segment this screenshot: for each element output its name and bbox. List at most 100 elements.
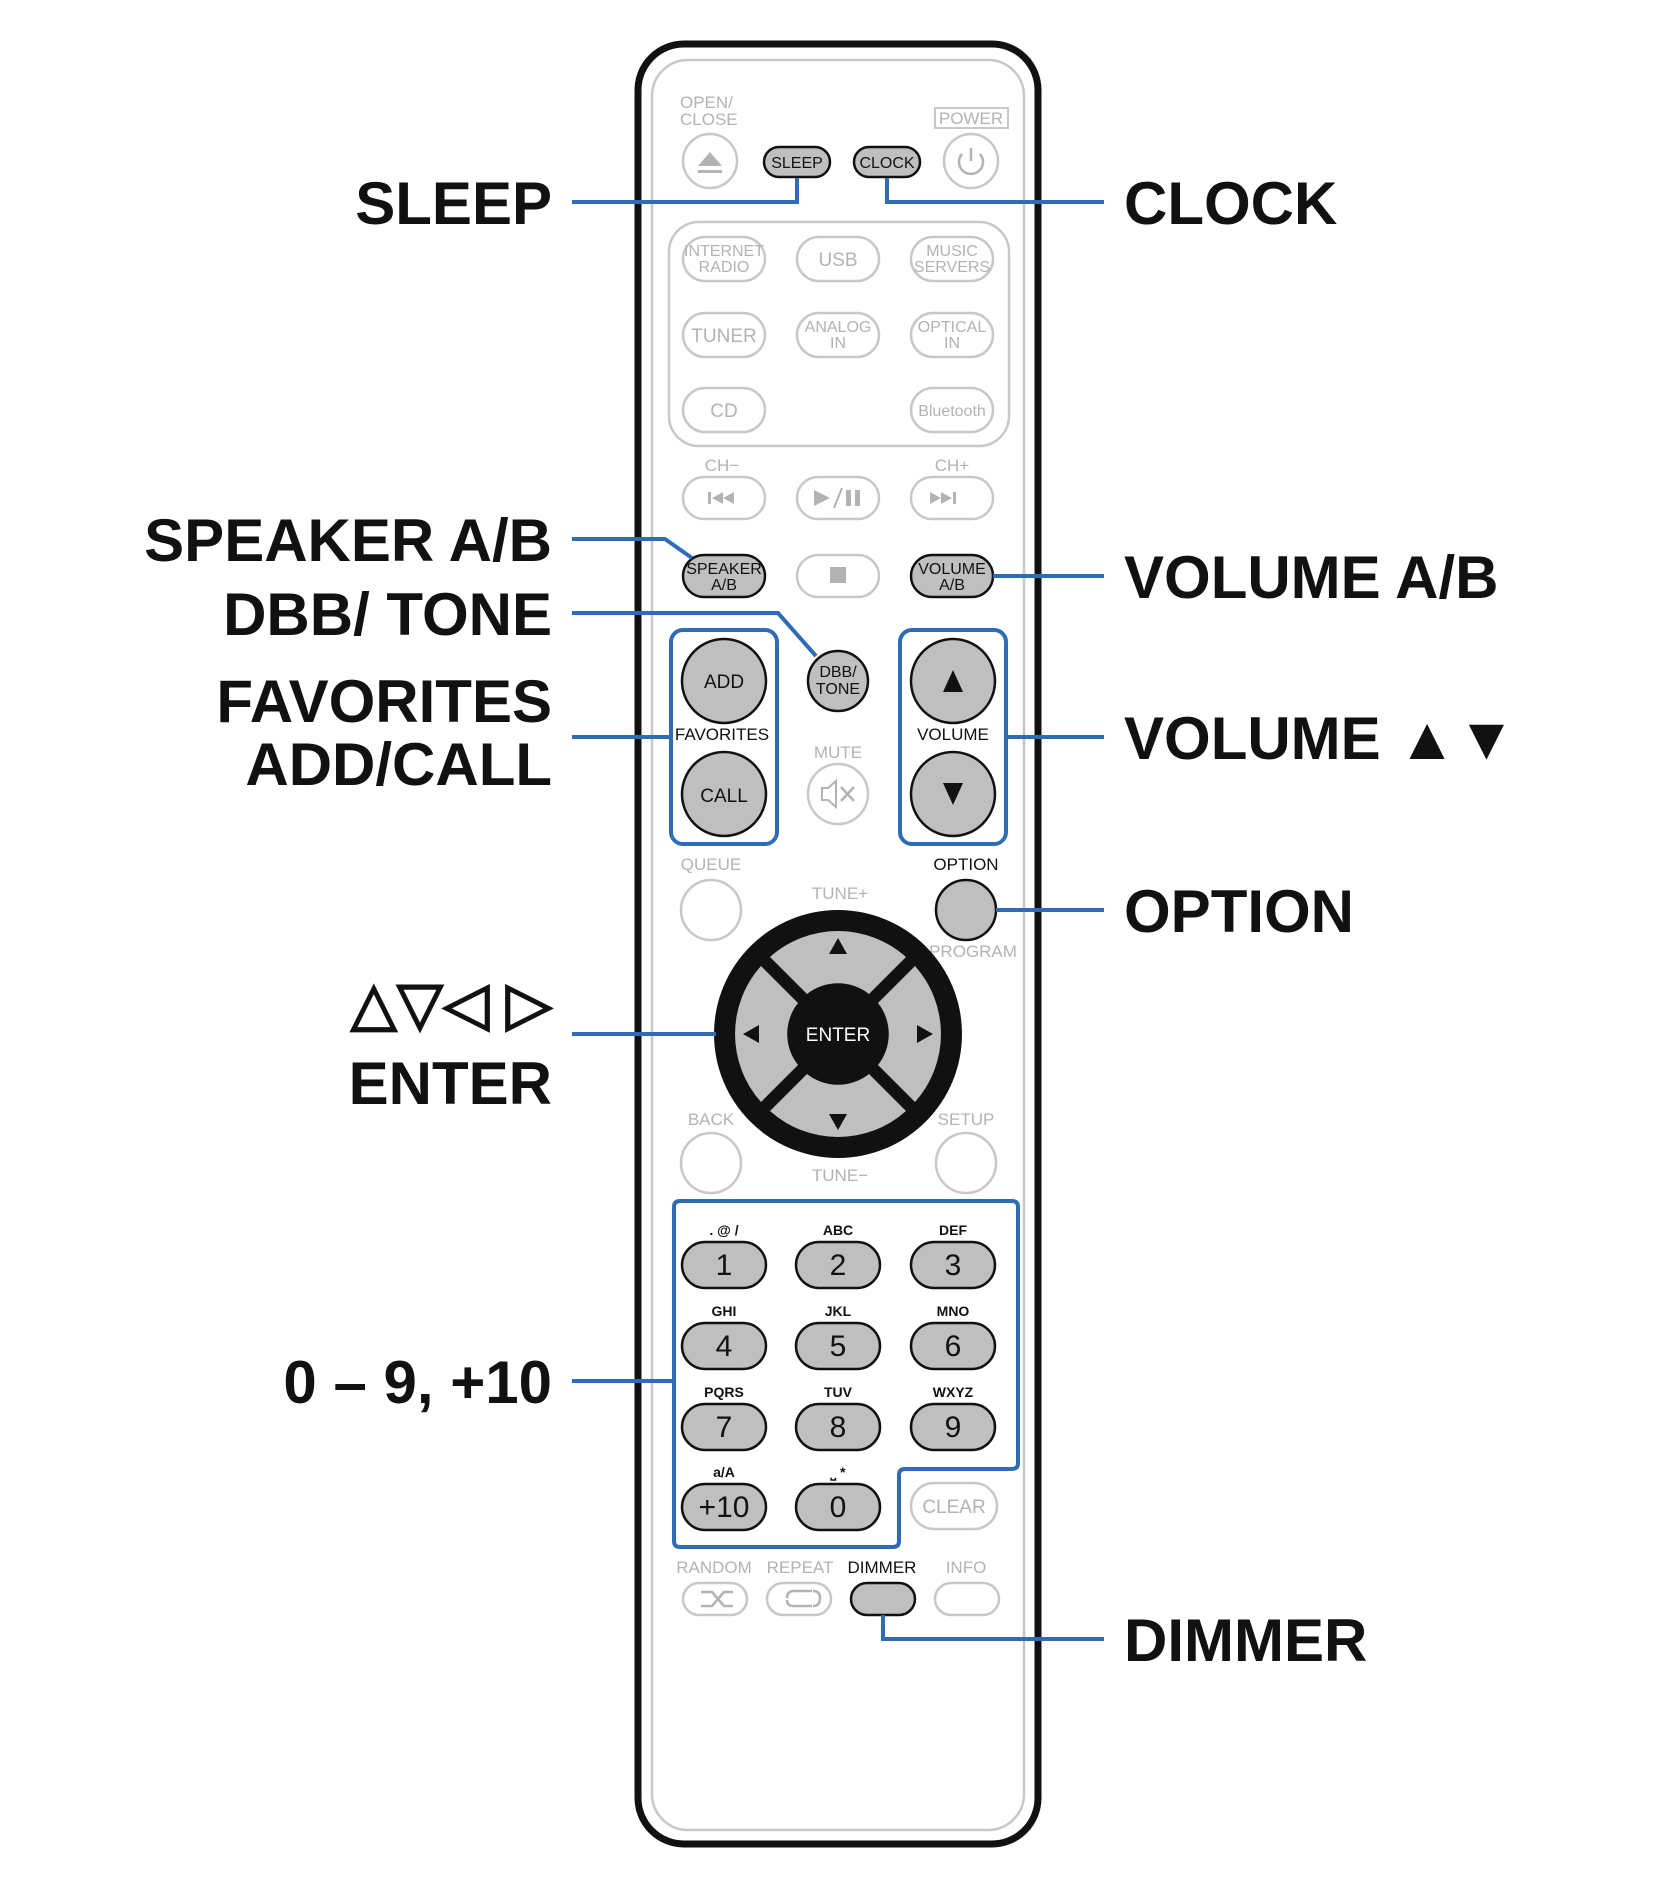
number-key-sub-label: TUV xyxy=(824,1384,853,1400)
volume-ab-label-1: VOLUME xyxy=(918,561,986,578)
favorites-call-button[interactable]: CALL xyxy=(680,750,768,838)
number-key-label: 0 xyxy=(830,1491,847,1524)
favorites-callout-line1: FAVORITES xyxy=(216,668,552,735)
shuffle-icon xyxy=(701,1590,733,1608)
clock-leader-line xyxy=(885,178,1104,204)
queue-label: QUEUE xyxy=(681,855,741,874)
dpad-down-button[interactable] xyxy=(770,1074,906,1137)
speaker-ab-button[interactable]: SPEAKER A/B xyxy=(681,553,767,599)
volume-up-button[interactable] xyxy=(909,637,997,725)
number-key-0[interactable]: ⎵ * 0 xyxy=(794,1464,882,1532)
repeat-button[interactable] xyxy=(765,1581,833,1617)
power-label-box xyxy=(934,107,1009,129)
source-group-frame xyxy=(667,220,1011,448)
speaker-ab-callout: SPEAKER A/B xyxy=(144,507,552,574)
tuner-label: TUNER xyxy=(691,326,756,347)
number-key-sub-label: ⎵ * xyxy=(830,1464,846,1482)
speaker-ab-leader-line xyxy=(572,537,694,560)
number-pad-highlight-frame xyxy=(672,1199,1020,1549)
setup-button[interactable] xyxy=(934,1131,998,1195)
prev-button[interactable] xyxy=(681,475,767,521)
favorites-add-button[interactable]: ADD xyxy=(680,637,768,725)
random-button[interactable] xyxy=(681,1581,749,1617)
number-key-plus10[interactable]: a/A+10 xyxy=(680,1464,768,1532)
favorites-callout-line2: ADD/CALL xyxy=(245,731,552,798)
queue-button[interactable] xyxy=(679,878,743,942)
usb-button[interactable]: USB xyxy=(795,235,881,283)
dpad-right-button[interactable] xyxy=(878,966,941,1102)
dbb-label-2: TONE xyxy=(816,681,860,698)
dbb-tone-callout: DBB/ TONE xyxy=(223,581,552,648)
sleep-button[interactable]: SLEEP xyxy=(762,145,832,179)
option-button[interactable] xyxy=(934,878,998,942)
dpad-up-button[interactable] xyxy=(770,931,906,994)
tuner-button[interactable]: TUNER xyxy=(681,311,767,359)
dimmer-button[interactable] xyxy=(849,1581,917,1617)
volume-ab-button[interactable]: VOLUME A/B xyxy=(909,553,995,599)
callout-lines xyxy=(572,178,1104,1641)
arrow-up-icon xyxy=(829,938,847,954)
mute-button[interactable] xyxy=(806,762,870,826)
internet-radio-button[interactable]: INTERNET RADIO xyxy=(681,235,767,283)
mute-icon xyxy=(821,778,837,810)
open-close-label-1: OPEN/ xyxy=(680,93,733,112)
sleep-button-label: SLEEP xyxy=(771,155,823,172)
clear-button[interactable]: CLEAR xyxy=(909,1481,999,1531)
volume-label: VOLUME xyxy=(917,725,989,744)
info-button[interactable] xyxy=(933,1581,1001,1617)
number-key-sub-label: PQRS xyxy=(704,1384,744,1400)
optical-in-button[interactable]: OPTICAL IN xyxy=(909,311,995,359)
dimmer-callout: DIMMER xyxy=(1124,1607,1367,1674)
bluetooth-button[interactable]: Bluetooth xyxy=(909,386,995,434)
number-key-label: 2 xyxy=(830,1249,847,1282)
dimmer-label: DIMMER xyxy=(848,1558,917,1577)
music-servers-button[interactable]: MUSIC SERVERS xyxy=(909,235,995,283)
volume-down-button[interactable] xyxy=(909,750,997,838)
number-key-sub-label: . @ / xyxy=(709,1222,738,1238)
tune-plus-label: TUNE+ xyxy=(812,884,868,903)
number-key-7[interactable]: PQRS 7 xyxy=(680,1384,768,1452)
open-close-label-2: CLOSE xyxy=(680,110,738,129)
dbb-tone-button[interactable]: DBB/ TONE xyxy=(806,649,870,713)
power-button[interactable] xyxy=(942,132,1000,190)
clock-button[interactable]: CLOCK xyxy=(852,145,922,179)
next-button[interactable] xyxy=(909,475,995,521)
number-key-1[interactable]: . @ /1 xyxy=(680,1222,768,1290)
number-key-label: +10 xyxy=(699,1491,750,1524)
power-label: POWER xyxy=(939,109,1003,128)
dpad-left-button[interactable] xyxy=(735,966,798,1102)
internet-radio-label-1: INTERNET xyxy=(684,243,764,260)
number-key-label: 9 xyxy=(945,1411,962,1444)
triangle-up-icon xyxy=(943,670,963,692)
enter-button[interactable]: ENTER xyxy=(806,1025,870,1046)
back-button[interactable] xyxy=(679,1131,743,1195)
cd-button[interactable]: CD xyxy=(681,386,767,434)
number-key-label: 7 xyxy=(716,1411,733,1444)
eject-icon xyxy=(698,152,722,173)
analog-in-label-1: ANALOG xyxy=(805,319,872,336)
analog-in-button[interactable]: ANALOG IN xyxy=(795,311,881,359)
sleep-callout: SLEEP xyxy=(355,170,552,237)
setup-label: SETUP xyxy=(938,1110,995,1129)
stop-button[interactable] xyxy=(795,553,881,599)
back-label: BACK xyxy=(688,1110,735,1129)
ch-minus-label: CH− xyxy=(705,456,740,475)
skip-forward-icon xyxy=(930,492,956,504)
skip-back-icon xyxy=(708,492,734,504)
sleep-leader-line xyxy=(572,178,799,204)
open-close-button[interactable] xyxy=(681,132,739,190)
number-key-label: 5 xyxy=(830,1330,847,1363)
mute-label: MUTE xyxy=(814,743,862,762)
power-icon xyxy=(957,153,985,176)
play-pause-button[interactable] xyxy=(795,475,881,521)
optical-in-label-1: OPTICAL xyxy=(918,319,987,336)
